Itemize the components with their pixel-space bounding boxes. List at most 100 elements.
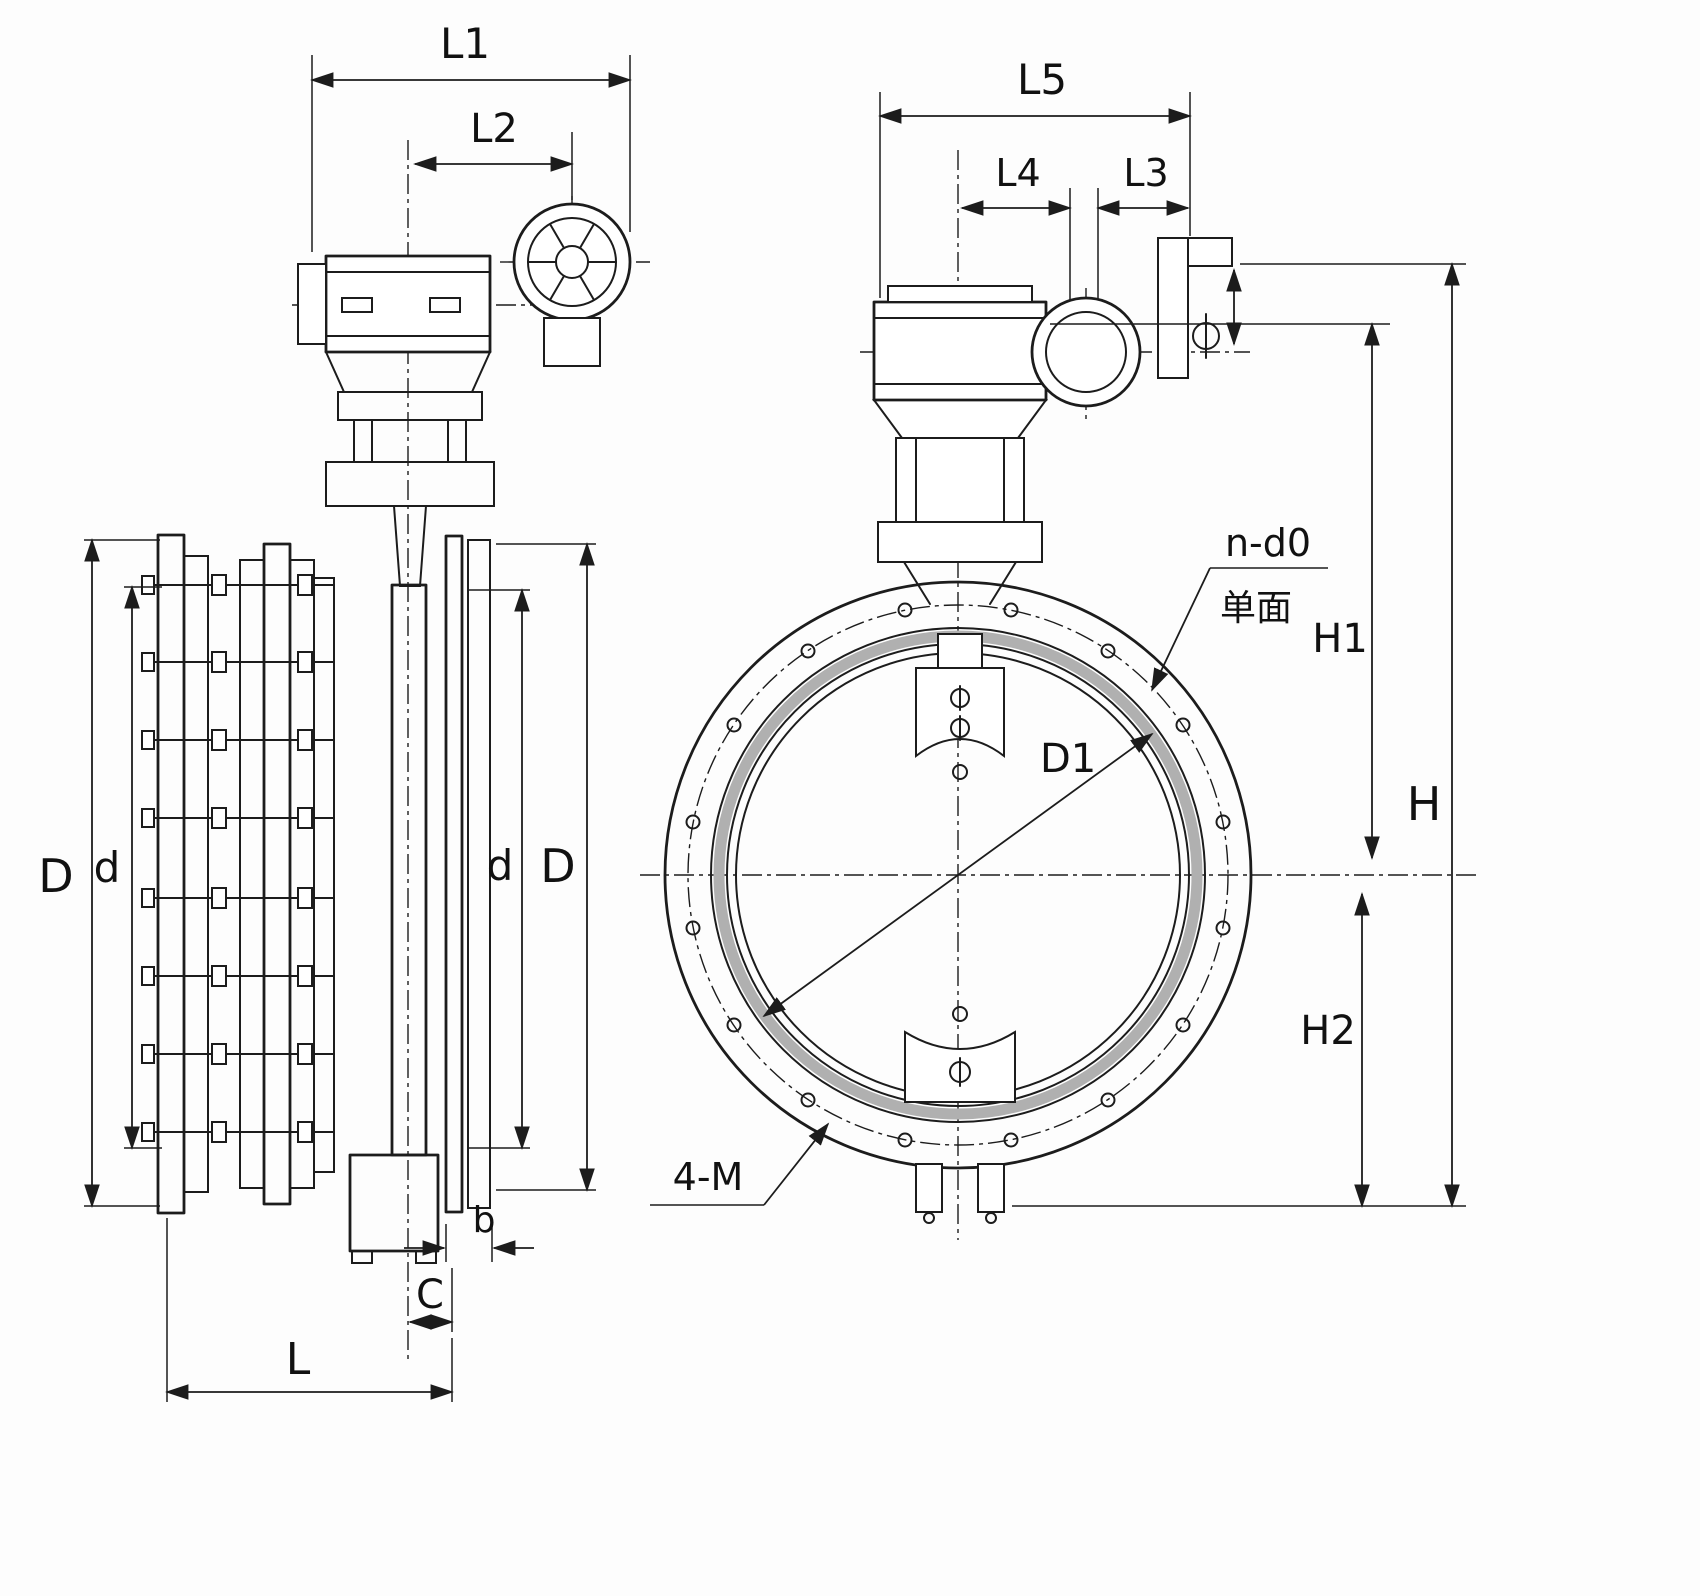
top-shaft-boss	[915, 667, 1005, 759]
valve-stem	[392, 505, 428, 587]
dimension-label-l3: L3	[1123, 151, 1168, 195]
handwheel-spokes	[527, 223, 617, 301]
dimension-label-d-inner-right: d	[487, 841, 514, 890]
dimension-d-inner-right: d	[468, 588, 530, 1150]
gearbox-shaft-detail	[341, 297, 373, 313]
dimension-label-b: b	[473, 1200, 496, 1241]
callout-thread-spec: 4-M	[650, 1122, 830, 1206]
bottom-foot	[977, 1163, 1005, 1213]
bolt-hole	[800, 643, 816, 659]
bottom-foot	[915, 1163, 943, 1213]
side-view: L1 L2 D d	[38, 19, 650, 1402]
neck-line	[989, 561, 1017, 605]
bracket-plate	[1157, 237, 1189, 379]
bolt-hole	[1100, 1092, 1116, 1108]
flange-bolt	[141, 887, 335, 909]
flange-plate	[156, 533, 186, 1215]
flange-bolt	[141, 1121, 335, 1143]
bolt-circle	[687, 604, 1229, 1146]
bolt-hole	[726, 1017, 742, 1033]
bolt-hole	[1175, 717, 1191, 733]
bolt-hole	[1175, 1017, 1191, 1033]
dimension-label-h: H	[1407, 777, 1442, 831]
dimension-l1: L1	[310, 19, 632, 252]
outer-flange-circle	[663, 580, 1253, 1170]
bolt-hole	[1003, 1132, 1019, 1148]
flange-bolt	[141, 651, 335, 673]
dimension-b: b	[404, 1200, 534, 1262]
flange-bolt	[141, 574, 335, 596]
dimension-label-h2: H2	[1300, 1008, 1356, 1054]
flange-bolt-holes	[685, 602, 1231, 1148]
foot-pad	[923, 1212, 935, 1224]
callout-label-bolt-spec: n-d0	[1225, 521, 1311, 565]
bolt-hole	[1215, 814, 1231, 830]
bolt-hole	[1100, 643, 1116, 659]
callout-label-thread-spec: 4-M	[673, 1155, 744, 1199]
dimension-l5: L5	[878, 55, 1192, 298]
neck-column	[353, 419, 467, 463]
front-view-body	[663, 580, 1253, 1224]
bottom-foot	[351, 1250, 373, 1264]
gearbox-body	[324, 254, 492, 354]
flange-bolt	[141, 965, 335, 987]
top-flange-bracket	[325, 461, 495, 507]
top-seat-block	[937, 633, 983, 671]
neck-line	[903, 561, 931, 605]
dimension-l4: L4	[960, 151, 1072, 300]
callout-bolt-spec: n-d0 单面	[1151, 521, 1328, 692]
dimension-label-l5: L5	[1017, 55, 1067, 104]
side-view-actuator	[297, 202, 632, 587]
flange-plate	[262, 542, 292, 1206]
disc-plate	[390, 583, 428, 1157]
front-view: L5 L4 L3 H1	[640, 55, 1478, 1240]
bolt-hole	[1215, 920, 1231, 936]
dimension-d1: D1	[762, 732, 1154, 1018]
dimension-h2: H2	[1300, 892, 1370, 1208]
gearbox-end-cap	[297, 263, 327, 345]
flange-bolt	[141, 729, 335, 751]
dimension-label-c: C	[416, 1272, 444, 1318]
boss-pin	[952, 764, 968, 780]
bolt-hole	[726, 717, 742, 733]
flange-bolts	[141, 574, 335, 1143]
bottom-bracket	[348, 1153, 440, 1253]
dimension-label-l1: L1	[440, 19, 490, 68]
wormshaft-end-inner	[1045, 311, 1127, 393]
bottom-foot	[415, 1250, 437, 1264]
dimension-d-outer-right: D	[496, 542, 596, 1192]
flange-plate	[183, 555, 209, 1193]
bolt-hole	[897, 602, 913, 618]
mounting-flange	[877, 521, 1043, 563]
bolt-hole	[685, 814, 701, 830]
wormshaft-end	[1030, 296, 1142, 408]
gearbox-skirt	[872, 399, 1048, 439]
callout-label-single-face: 单面	[1220, 588, 1292, 629]
dimension-label-l4: L4	[995, 151, 1040, 195]
dimension-label-d-outer-right: D	[540, 839, 575, 893]
dimension-label-d-outer-left: D	[38, 849, 73, 903]
neck-column	[895, 437, 1025, 523]
dimension-label-h1: H1	[1312, 616, 1368, 662]
worm-shaft-housing	[543, 317, 601, 367]
dimension-l3: L3	[1096, 151, 1190, 300]
gearbox-shaft-detail	[429, 297, 461, 313]
dimension-l: L	[165, 1218, 454, 1402]
front-view-dimensions: L5 L4 L3 H1	[650, 55, 1466, 1208]
bolt-hole	[685, 920, 701, 936]
side-view-dimensions: L1 L2 D d	[38, 19, 632, 1402]
dimension-h1: H1	[1050, 322, 1390, 860]
dimension-d-inner-left: d	[94, 585, 162, 1150]
gearbox-body	[872, 300, 1048, 402]
dimension-label-d1: D1	[1040, 736, 1096, 782]
bolt-hole	[897, 1132, 913, 1148]
mounting-plate	[337, 391, 483, 421]
bolt-hole	[800, 1092, 816, 1108]
foot-pad	[985, 1212, 997, 1224]
front-view-actuator	[872, 237, 1242, 605]
flange-bolt	[141, 807, 335, 829]
gearbox-cover	[887, 285, 1033, 303]
dimension-d-outer-left: D	[38, 538, 160, 1208]
dimension-h: H	[1012, 262, 1466, 1208]
